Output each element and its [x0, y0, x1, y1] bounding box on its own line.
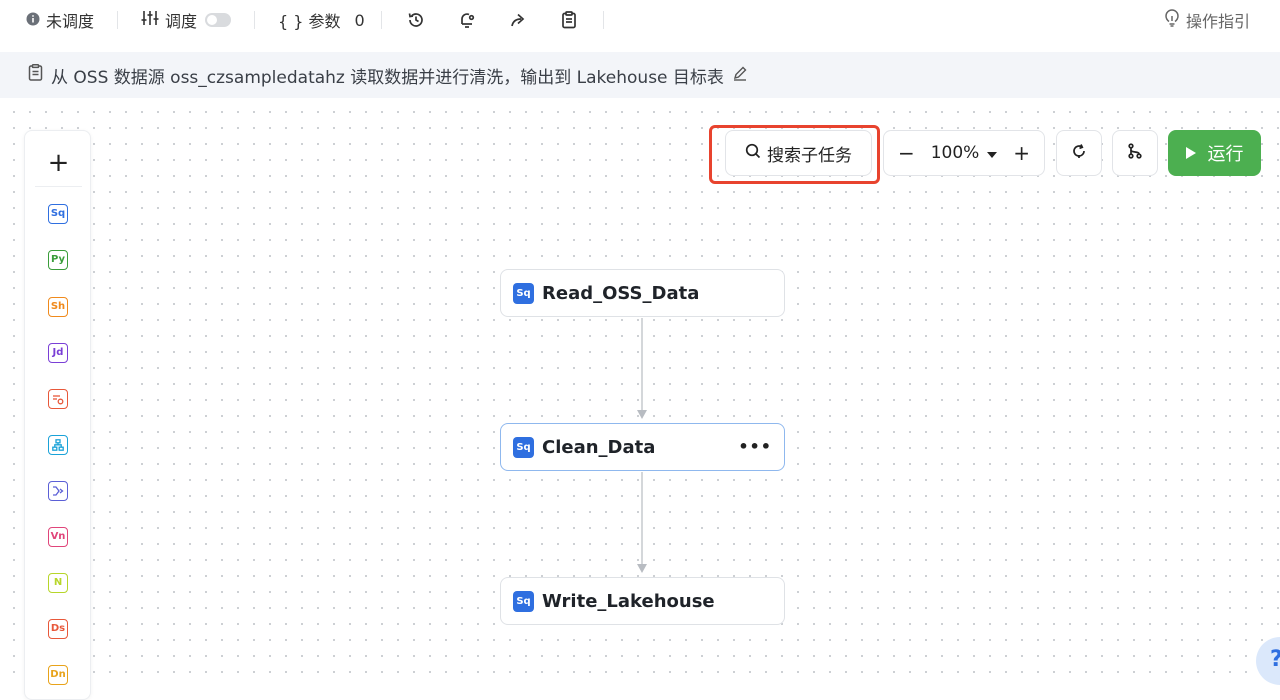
schedule-status-label: 未调度 [46, 12, 95, 31]
schedule-status[interactable]: 未调度 [26, 0, 94, 40]
params-count: 0 [354, 10, 365, 30]
guide-button[interactable]: 操作指引 [1164, 0, 1250, 40]
zoom-level-select[interactable]: 100% [931, 143, 998, 163]
clipboard-icon [558, 9, 580, 31]
jdbc-task-icon[interactable]: Jd [48, 343, 68, 363]
run-button[interactable]: 运行 [1168, 130, 1261, 176]
task-node-name: Read_OSS_Data [542, 282, 700, 304]
sql-task-icon[interactable]: Sq [48, 204, 68, 224]
zoom-level: 100% [930, 143, 980, 163]
refresh-button[interactable] [1056, 130, 1102, 176]
share-button[interactable] [507, 0, 529, 40]
add-task-button[interactable]: + [25, 141, 92, 187]
share-arrow-icon [507, 9, 529, 31]
sliders-icon [141, 10, 159, 30]
schedule-label: 调度 [165, 12, 198, 31]
task-node-clean-data[interactable]: Sq Clean_Data ••• [500, 423, 785, 471]
branch-icon [1126, 142, 1144, 165]
search-subtask-button[interactable]: 搜索子任务 [725, 130, 872, 176]
description-bar: 从 OSS 数据源 oss_czsampledatahz 读取数据并进行清洗，输… [0, 52, 1280, 98]
guide-label: 操作指引 [1186, 12, 1251, 31]
refresh-icon [1070, 142, 1088, 165]
python-task-icon[interactable]: Py [48, 250, 68, 270]
notebook-task-icon[interactable]: N [48, 573, 68, 593]
bell-settings-icon [456, 9, 478, 31]
clipboard-button[interactable] [558, 0, 580, 40]
params-label: { } 参数 [278, 12, 341, 31]
divider [254, 11, 255, 29]
divider [381, 11, 382, 29]
task-node-write-lakehouse[interactable]: Sq Write_Lakehouse [500, 577, 785, 625]
task-node-name: Clean_Data [542, 436, 656, 458]
divider [603, 11, 604, 29]
edit-pencil-icon[interactable] [732, 65, 748, 86]
data-sync-task-icon[interactable]: Ds [48, 619, 68, 639]
flow-icon[interactable] [48, 435, 68, 455]
task-node-read-oss-data[interactable]: Sq Read_OSS_Data [500, 269, 785, 317]
sql-task-icon: Sq [513, 282, 534, 304]
dn-task-icon[interactable]: Dn [48, 665, 68, 685]
virtual-node-icon[interactable]: Vn [48, 527, 68, 547]
branch-task-icon[interactable] [48, 481, 68, 501]
lightbulb-icon [1164, 9, 1180, 31]
run-label: 运行 [1207, 144, 1244, 165]
params-button[interactable]: { } 参数 0 [278, 0, 365, 40]
task-node-name: Write_Lakehouse [542, 590, 715, 612]
search-icon [745, 143, 761, 164]
more-options-icon[interactable]: ••• [738, 437, 772, 456]
sql-task-icon: Sq [513, 590, 534, 612]
schedule-toggle-group[interactable]: 调度 [141, 0, 232, 40]
history-button[interactable] [405, 0, 427, 40]
schedule-toggle[interactable] [205, 13, 232, 27]
sync-task-icon[interactable] [48, 389, 68, 409]
shell-task-icon[interactable]: Sh [48, 297, 68, 317]
sql-task-icon: Sq [513, 436, 534, 458]
info-icon [26, 11, 40, 30]
document-icon [28, 64, 43, 86]
play-icon [1185, 143, 1196, 164]
description-text: 从 OSS 数据源 oss_czsampledatahz 读取数据并进行清洗，输… [51, 67, 724, 88]
zoom-out-button[interactable]: − [898, 141, 915, 165]
task-palette: + Sq Py Sh Jd Vn N Ds Dn [24, 130, 91, 700]
caret-down-icon [987, 143, 998, 163]
top-toolbar: 未调度 调度 { } 参数 0 操作指引 [0, 0, 1280, 40]
alert-button[interactable] [456, 0, 478, 40]
divider [117, 11, 118, 29]
search-subtask-label: 搜索子任务 [767, 145, 852, 166]
layout-button[interactable] [1112, 130, 1158, 176]
zoom-control: − 100% + [883, 130, 1045, 176]
history-icon [405, 9, 427, 31]
search-highlight-box [709, 125, 880, 184]
zoom-in-button[interactable]: + [1013, 141, 1030, 165]
